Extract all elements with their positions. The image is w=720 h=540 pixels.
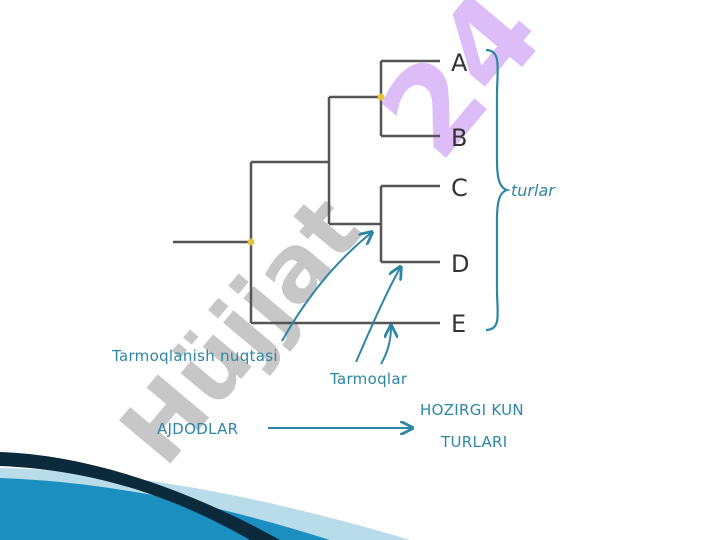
branch-arrow-1 [355,268,400,363]
modern-species-label-line2: TURLARI [440,433,507,451]
swoosh-dark [0,452,280,540]
leaf-label-e: E [451,310,466,338]
branches-label: Tarmoqlar [329,370,408,388]
branch-point-label: Tarmoqlanish nuqtasi [111,347,278,365]
species-brace [485,48,511,332]
leaf-label-d: D [451,250,469,278]
leaf-label-b: B [451,124,467,152]
leaf-label-a: A [451,49,468,77]
node-dot-root [247,238,255,246]
modern-species-label-line1: HOZIRGI KUN [420,401,524,419]
ancestors-label: AJDODLAR [157,420,238,438]
species-label: turlar [511,181,556,200]
leaf-label-c: C [451,174,468,202]
branch-arrow-2 [380,327,391,365]
watermark-number: 24 [356,0,570,184]
decorative-swoosh [0,452,410,540]
node-dot-ab [377,93,385,101]
branch-point-arrow [281,233,371,342]
